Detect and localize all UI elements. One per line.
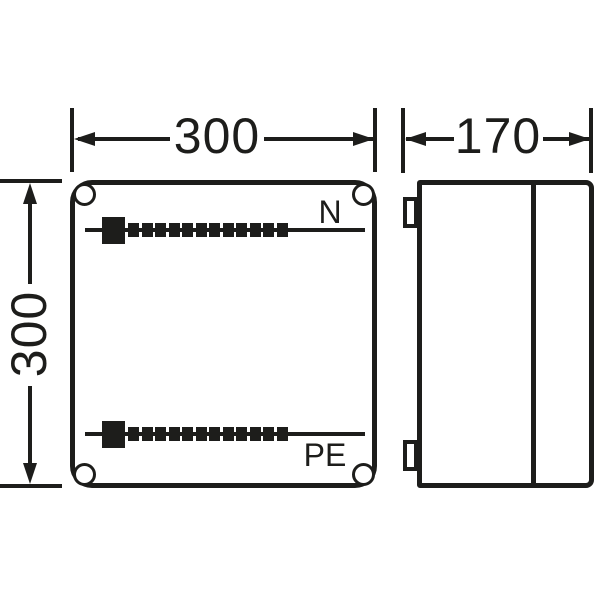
extension-line-top <box>0 179 62 183</box>
dimension-label-front-width: 300 <box>173 108 261 164</box>
extension-line-left <box>70 108 74 172</box>
enclosure-side-view <box>417 180 594 488</box>
terminal-segment <box>195 427 207 441</box>
terminal-segment <box>249 223 261 237</box>
pe-busbar-terminals <box>128 427 288 441</box>
terminal-segment <box>128 427 139 441</box>
terminal-segment <box>155 427 167 441</box>
dimension-line-right-segment <box>543 137 591 141</box>
arrow-up-icon <box>23 183 37 204</box>
arrow-right-icon <box>353 132 374 146</box>
terminal-segment <box>182 223 194 237</box>
terminal-segment <box>168 427 180 441</box>
cover-joint-line <box>531 185 536 483</box>
dimension-label-depth: 170 <box>454 108 542 164</box>
terminal-segment <box>128 223 139 237</box>
arrow-left-icon <box>405 132 426 146</box>
n-busbar-terminals <box>128 223 288 237</box>
terminal-segment <box>222 223 234 237</box>
mounting-hole-top-left <box>72 182 96 206</box>
terminal-segment <box>236 427 248 441</box>
terminal-segment <box>141 427 153 441</box>
arrow-down-icon <box>23 463 37 484</box>
pe-busbar-end-block <box>102 421 125 448</box>
dimension-line-top-segment <box>28 200 32 284</box>
n-busbar-label: N <box>318 194 342 230</box>
terminal-segment <box>276 223 288 237</box>
dimension-line-right-segment <box>264 137 374 141</box>
mounting-hole-top-right <box>351 182 375 206</box>
wall-mounting-tab-top <box>403 197 418 228</box>
terminal-segment <box>141 223 153 237</box>
terminal-segment <box>236 223 248 237</box>
terminal-segment <box>209 427 221 441</box>
arrow-right-icon <box>569 132 590 146</box>
terminal-segment <box>209 223 221 237</box>
terminal-segment <box>168 223 180 237</box>
terminal-segment <box>263 223 275 237</box>
terminal-segment <box>249 427 261 441</box>
pe-busbar-label: PE <box>303 437 347 473</box>
mounting-hole-bottom-right <box>351 462 375 486</box>
dimension-line-left-segment <box>406 137 454 141</box>
terminal-segment <box>155 223 167 237</box>
terminal-segment <box>276 427 288 441</box>
arrow-left-icon <box>74 132 95 146</box>
extension-line-right <box>373 108 377 172</box>
extension-line-left <box>401 108 405 173</box>
dimension-line-bottom-segment <box>28 386 32 468</box>
extension-line-right <box>589 108 593 173</box>
terminal-segment <box>263 427 275 441</box>
terminal-segment <box>222 427 234 441</box>
dimension-line-left-segment <box>78 137 170 141</box>
wall-mounting-tab-bottom <box>403 440 418 471</box>
mounting-hole-bottom-left <box>72 462 96 486</box>
terminal-segment <box>195 223 207 237</box>
dimension-label-front-height: 300 <box>1 290 57 378</box>
n-busbar-end-block <box>102 217 125 244</box>
extension-line-bottom <box>0 484 62 488</box>
terminal-segment <box>182 427 194 441</box>
